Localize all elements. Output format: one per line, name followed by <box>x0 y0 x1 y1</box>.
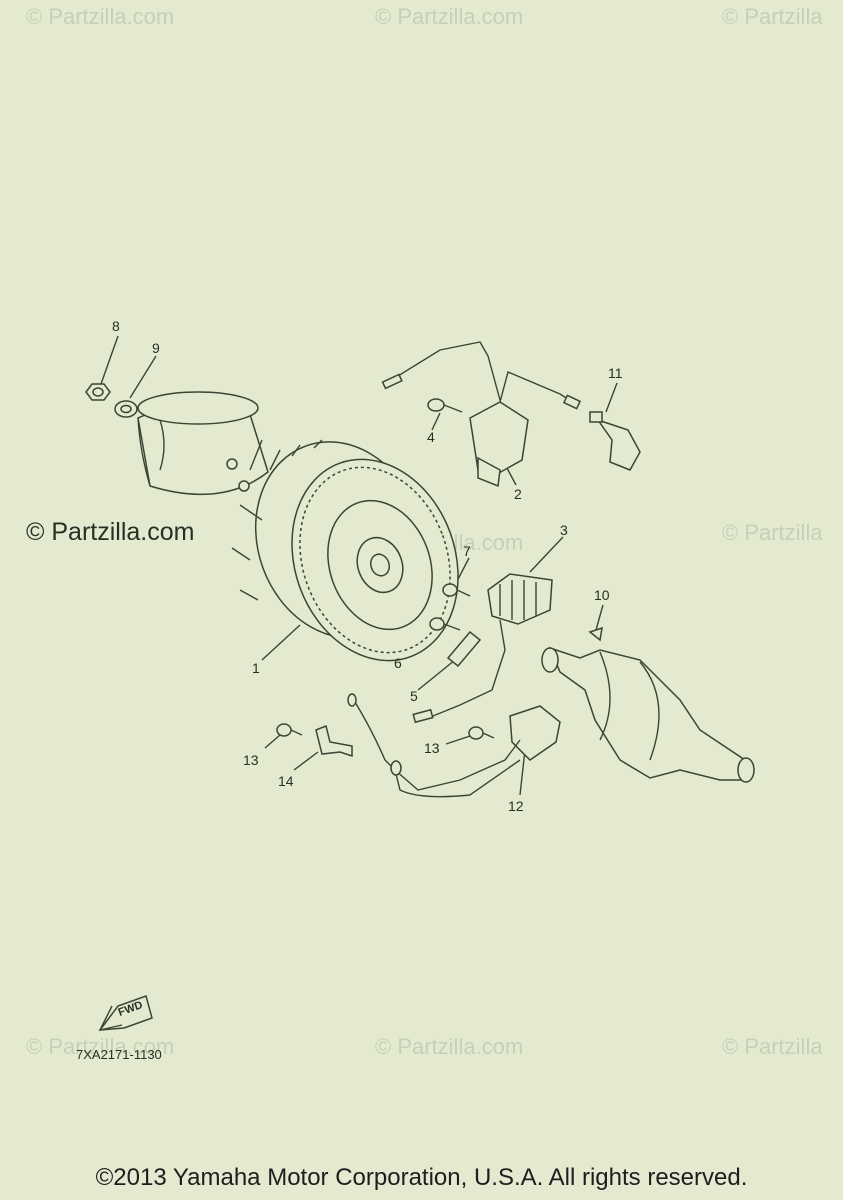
bolt-part-6 <box>429 617 461 631</box>
callout-7: 7 <box>463 543 471 559</box>
watermark: © Partzilla.com <box>26 518 195 546</box>
callout-8: 8 <box>112 318 120 334</box>
callout-3: 3 <box>560 522 568 538</box>
watermark: © Partzilla <box>722 1034 823 1059</box>
callout-4: 4 <box>427 429 435 445</box>
nut-part-8 <box>85 383 111 401</box>
callout-2: 2 <box>514 486 522 502</box>
callout-9: 9 <box>152 340 160 356</box>
callout-12: 12 <box>508 798 524 814</box>
watermark: © Partzilla <box>722 4 823 29</box>
watermark: © Partzilla <box>722 520 823 545</box>
callout-11: 11 <box>608 365 623 381</box>
starter-cup-part <box>137 391 269 496</box>
callout-10: 10 <box>594 587 610 603</box>
callout-13: 13 <box>424 740 440 756</box>
callout-6: 6 <box>394 655 402 671</box>
diagram-code: 7XA2171-1130 <box>76 1047 162 1062</box>
flywheel-part-1 <box>231 439 459 662</box>
pulser-coil-part-3 <box>487 573 553 625</box>
sensor-part-12 <box>347 693 561 798</box>
watermark: © Partzilla.com <box>375 4 524 29</box>
copyright-text: ©2013 Yamaha Motor Corporation, U.S.A. A… <box>95 1164 748 1191</box>
fwd-arrow-icon <box>98 995 153 1031</box>
callout-1: 1 <box>252 660 260 676</box>
bolt-part-7 <box>442 583 471 597</box>
crankshaft-part <box>541 646 755 783</box>
clamp-part-5 <box>446 630 482 668</box>
key-part-10 <box>588 626 603 642</box>
leader-lines <box>100 335 618 796</box>
watermark: © Partzilla.com <box>375 1034 524 1059</box>
plug-cap-part-11 <box>589 411 641 471</box>
watermark: © Partzilla.com <box>26 1034 175 1059</box>
ignition-coil-part-2 <box>381 341 582 488</box>
watermark: © Partzilla.com <box>26 4 175 29</box>
washer-part-9 <box>114 400 138 418</box>
callout-14: 14 <box>278 773 294 789</box>
bolt-part-4 <box>427 398 463 413</box>
callout-13: 13 <box>243 752 259 768</box>
bracket-part-14 <box>315 724 353 758</box>
callout-5: 5 <box>410 688 418 704</box>
bolt-part-13 <box>276 723 495 740</box>
